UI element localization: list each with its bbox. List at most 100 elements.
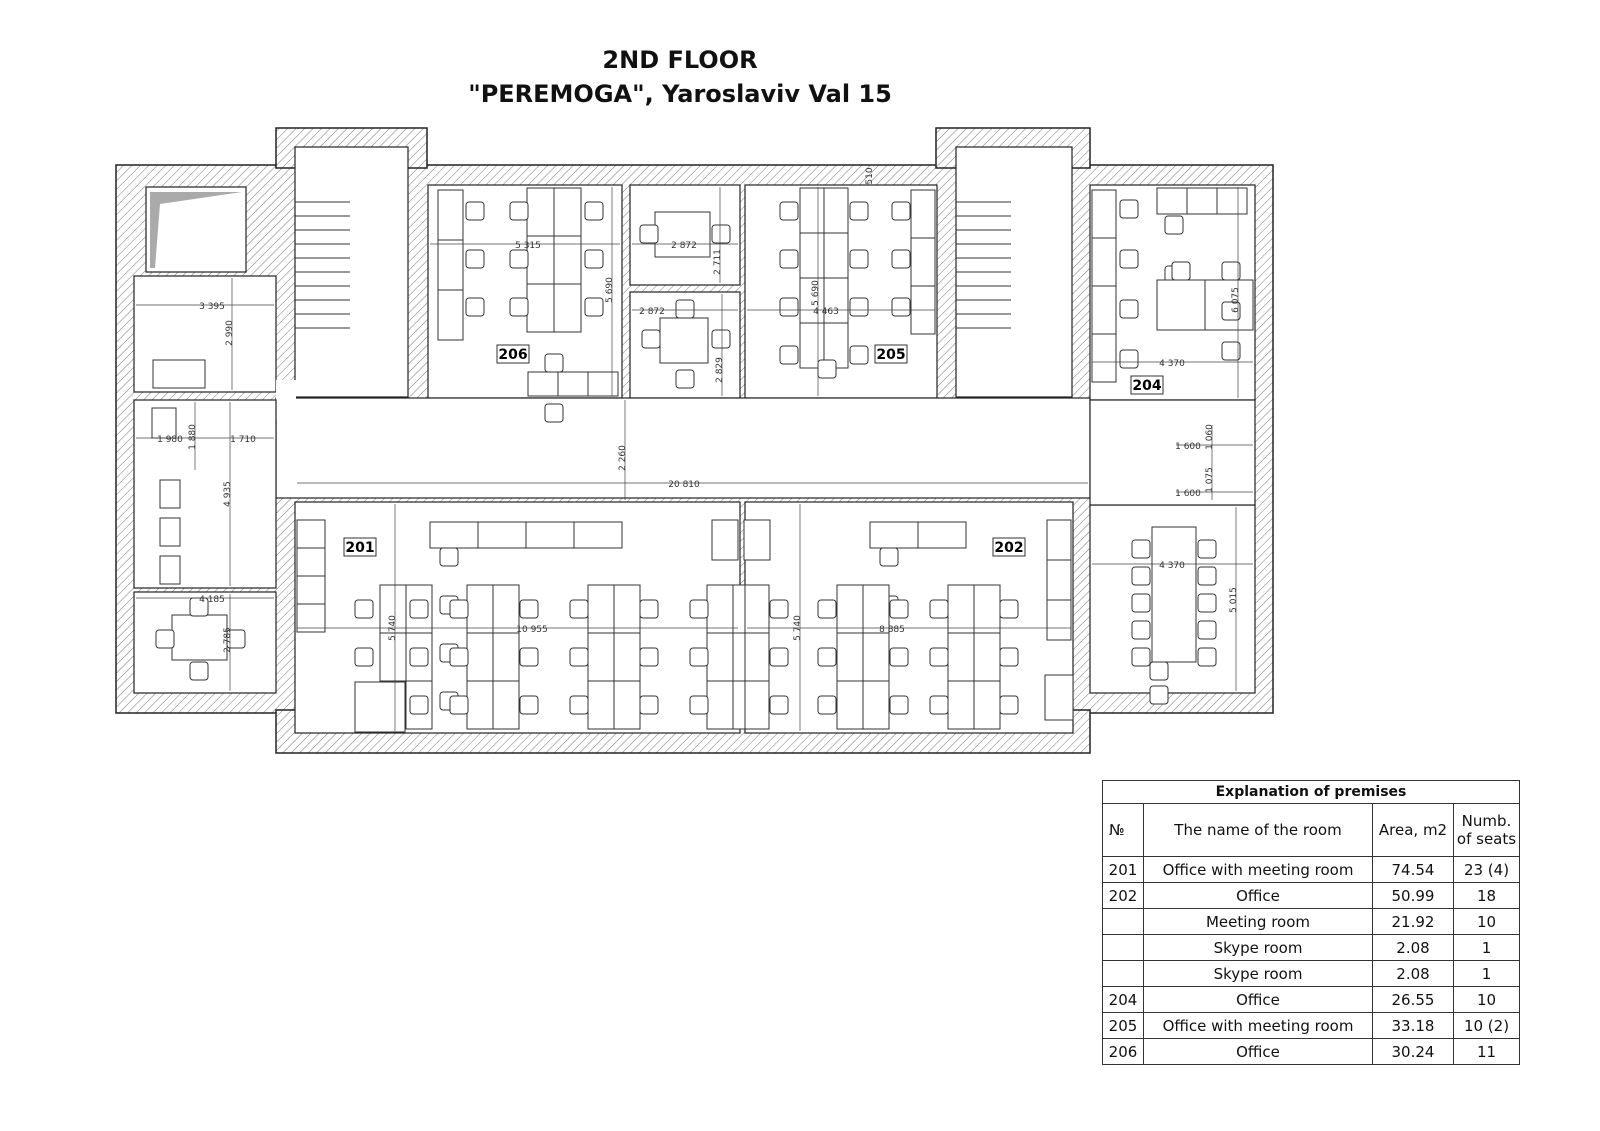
chair — [584, 249, 604, 269]
chair — [1131, 539, 1151, 559]
chair — [519, 695, 539, 715]
cell-name: Skype room — [1143, 960, 1373, 987]
chair — [439, 547, 459, 567]
chair — [1197, 620, 1217, 640]
desk — [437, 239, 464, 291]
desk — [1091, 189, 1117, 239]
cell-area: 30.24 — [1372, 1038, 1454, 1065]
cell-name: Skype room — [1143, 934, 1373, 961]
chair — [889, 599, 909, 619]
dimension-label: 4 370 — [1159, 359, 1185, 369]
chair — [675, 369, 695, 389]
desk — [1046, 599, 1072, 641]
chair — [769, 647, 789, 667]
cell-name: Office with meeting room — [1143, 856, 1373, 883]
desk — [587, 584, 615, 634]
chair — [1149, 685, 1169, 705]
chair — [1221, 341, 1241, 361]
dimension-label: 5 015 — [1229, 587, 1239, 613]
dimension-label: 6 075 — [1231, 287, 1241, 313]
desk — [526, 283, 555, 333]
desk — [296, 603, 326, 633]
corridor — [275, 397, 1091, 499]
desk — [553, 283, 582, 333]
desk — [823, 232, 849, 279]
desk — [492, 584, 520, 634]
desk — [171, 614, 228, 661]
furniture — [151, 187, 1254, 733]
desk — [613, 632, 641, 682]
desk — [706, 584, 734, 634]
chair — [891, 297, 911, 317]
chair — [1197, 647, 1217, 667]
dimension-label: 2 872 — [639, 307, 665, 317]
desk — [706, 680, 734, 730]
desk — [466, 584, 494, 634]
cell-no: 205 — [1102, 1012, 1144, 1039]
dimension-label: 2 872 — [671, 241, 697, 251]
skype-booths — [1089, 399, 1256, 506]
desk — [1186, 187, 1218, 215]
cell-area: 2.08 — [1372, 934, 1454, 961]
chair — [544, 353, 564, 373]
desk — [553, 187, 582, 237]
desk — [1156, 187, 1188, 215]
cell-name: Office — [1143, 1038, 1373, 1065]
dimension-label: 5 690 — [605, 277, 615, 303]
room-label-202: 202 — [994, 540, 1023, 556]
desk — [744, 632, 770, 682]
chair — [1171, 261, 1191, 281]
chair — [449, 695, 469, 715]
stairs — [295, 201, 1011, 329]
desk — [573, 521, 623, 549]
chair — [1221, 301, 1241, 321]
chair — [519, 599, 539, 619]
chair — [189, 661, 209, 681]
chair — [1119, 199, 1139, 219]
chair — [449, 599, 469, 619]
desk — [613, 680, 641, 730]
desk — [429, 521, 479, 549]
chair — [509, 249, 529, 269]
dimension-label: 8 885 — [879, 625, 905, 635]
desk — [823, 277, 849, 324]
dimension-label: 10 955 — [516, 625, 548, 635]
dimension-label: 2 829 — [715, 357, 725, 383]
desk — [743, 519, 771, 561]
chair — [849, 345, 869, 365]
chair — [155, 629, 175, 649]
room-label-201: 201 — [345, 540, 374, 556]
desk — [1046, 519, 1072, 561]
chair — [1131, 566, 1151, 586]
chair — [849, 201, 869, 221]
cell-area: 33.18 — [1372, 1012, 1454, 1039]
desk — [973, 680, 1001, 730]
cell-area: 50.99 — [1372, 882, 1454, 909]
chair — [639, 599, 659, 619]
desk — [910, 189, 936, 239]
dimension-label: 2 990 — [225, 320, 235, 346]
cell-seats: 11 — [1453, 1038, 1520, 1065]
desk — [862, 632, 890, 682]
dimension-label: 1 600 — [1175, 489, 1201, 499]
desk — [379, 584, 407, 634]
chair — [1131, 593, 1151, 613]
dimension-label: 3 395 — [199, 302, 225, 312]
col-header-no: № — [1102, 803, 1144, 857]
desk — [466, 680, 494, 730]
desk — [354, 681, 406, 733]
desk — [1046, 559, 1072, 601]
desk — [836, 680, 864, 730]
chair — [465, 297, 485, 317]
cell-name: Meeting room — [1143, 908, 1373, 935]
chair — [689, 599, 709, 619]
chair — [569, 695, 589, 715]
desk — [1091, 285, 1117, 335]
cell-seats: 10 (2) — [1453, 1012, 1520, 1039]
chair — [1197, 593, 1217, 613]
room-label-205: 205 — [876, 347, 905, 363]
cell-no — [1102, 934, 1144, 961]
toilet — [159, 517, 181, 547]
